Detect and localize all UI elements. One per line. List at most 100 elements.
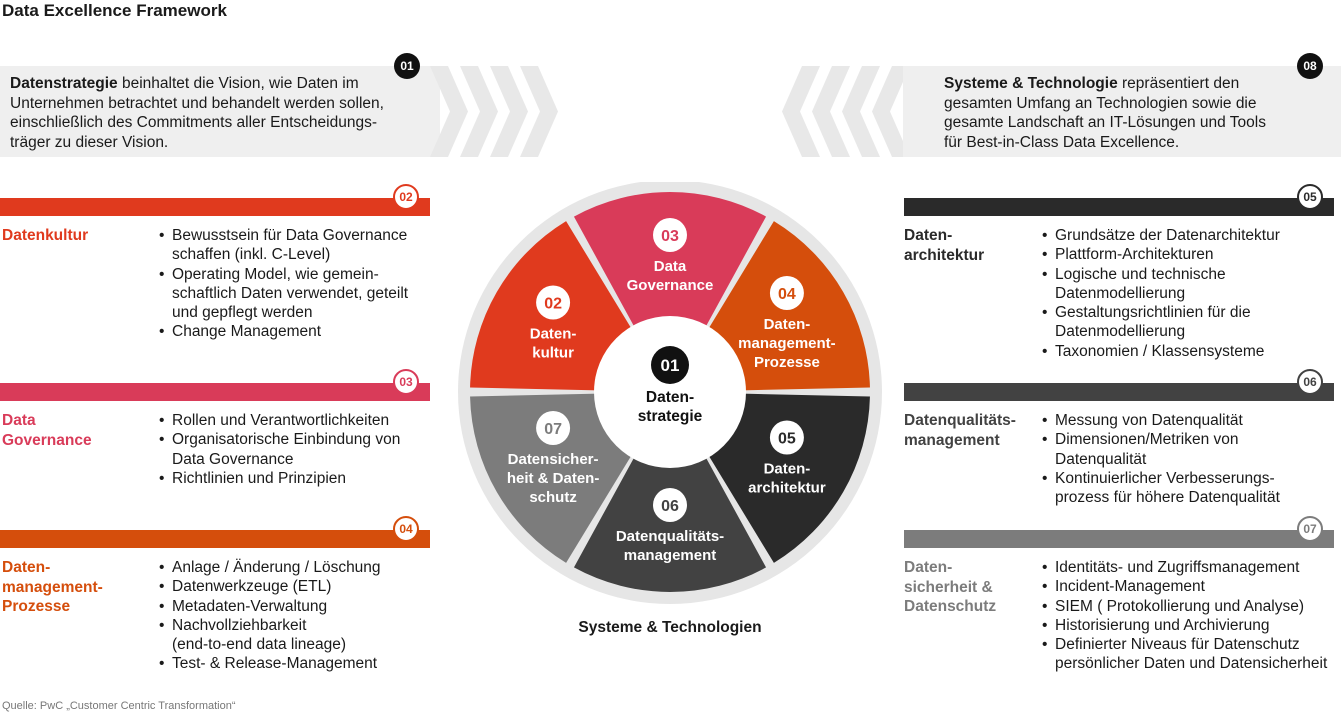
list-item: Taxonomien / Klassensysteme <box>1042 342 1337 362</box>
list-item-line: Grundsätze der Datenarchitektur <box>1055 227 1280 244</box>
list-item: Kontinuierlicher Verbesserungs-prozess f… <box>1042 469 1337 508</box>
list-item: Metadaten-Verwaltung <box>159 597 429 617</box>
wheel-segment-qualitaet <box>573 455 767 592</box>
governance-list: Rollen und Verantwortlichkeiten Organisa… <box>159 411 429 488</box>
qualitaet-bar <box>904 383 1334 401</box>
wheel-segment-label: Governance <box>627 277 714 294</box>
list-item-line: persönlicher Daten und Datensicherheit <box>1055 655 1328 673</box>
wheel-segment-governance <box>573 192 767 329</box>
list-item-line: prozess für höhere Datenqualität <box>1055 489 1280 507</box>
governance-title-line: Data <box>2 412 36 429</box>
management-title-line: Prozesse <box>2 598 71 615</box>
list-item-line: Taxonomien / Klassensysteme <box>1055 342 1265 360</box>
list-item-line: Kontinuierlicher Verbesserungs- <box>1055 469 1275 487</box>
wheel-bottom-label: Systeme & Technologien <box>578 619 762 636</box>
qualitaet-badge: 06 <box>1297 369 1323 395</box>
sicherheit-title: Daten- sicherheit & Datenschutz <box>904 558 996 617</box>
list-item-line: Rollen und Verantwortlichkeiten <box>172 412 390 429</box>
wheel-segment-num: 02 <box>544 296 562 313</box>
qualitaet-title-line: Datenqualitäts- <box>904 412 1016 429</box>
strategy-text: Datenstrategie beinhaltet die Vision, wi… <box>10 74 430 152</box>
page-title: Data Excellence Framework <box>2 1 227 20</box>
list-item-line: (end-to-end data lineage) <box>172 636 347 654</box>
list-item: Test- & Release-Management <box>159 654 429 674</box>
list-item-line: schaffen (inkl. C-Level) <box>172 246 331 264</box>
list-item-line: Nachvollziehbarkeit <box>172 616 307 634</box>
list-item: Gestaltungsrichtlinien für dieDatenmodel… <box>1042 303 1337 342</box>
list-item-line: Logische und technische <box>1055 265 1226 283</box>
datenkultur-bar <box>0 198 430 216</box>
list-item-line: Change Management <box>172 323 322 341</box>
list-item: Incident-Management <box>1042 577 1339 597</box>
source-note: Quelle: PwC „Customer Centric Transforma… <box>2 700 236 712</box>
list-item-line: Metadaten-Verwaltung <box>172 597 328 615</box>
wheel-segment-label: architektur <box>748 480 826 497</box>
wheel-segment-label: Daten- <box>530 326 577 343</box>
sicherheit-list: Identitäts- und Zugriffsmanagement Incid… <box>1042 558 1339 674</box>
list-item-line: Historisierung und Archivierung <box>1055 616 1270 634</box>
list-item-line: Datenwerkzeuge (ETL) <box>172 578 332 596</box>
strategy-text-line: beinhaltet die Vision, wie Daten im <box>117 75 359 92</box>
management-bar <box>0 530 430 548</box>
strategy-panel <box>0 66 440 157</box>
framework-wheel: 03DataGovernance04Daten-management-Proze… <box>458 182 882 604</box>
list-item: Identitäts- und Zugriffsmanagement <box>1042 558 1339 578</box>
list-item-line: Test- & Release-Management <box>172 655 378 673</box>
datenkultur-badge: 02 <box>393 184 419 210</box>
datenkultur-title-line: Datenkultur <box>2 227 89 244</box>
wheel-segment-label: kultur <box>532 345 574 362</box>
strategy-badge: 01 <box>394 53 420 79</box>
systems-text-bold: Systeme & Technologie <box>944 75 1118 92</box>
wheel-segment-label: Prozesse <box>754 354 820 371</box>
list-item-line: Dimensionen/Metriken von <box>1055 431 1239 449</box>
wheel-segment-num: 05 <box>778 431 796 448</box>
wheel-segment-num: 03 <box>661 228 679 245</box>
management-title: Daten- management- Prozesse <box>2 558 103 617</box>
qualitaet-title: Datenqualitäts- management <box>904 411 1016 450</box>
wheel-segment-label: heit & Daten- <box>507 470 600 487</box>
wheel-segment-num: 04 <box>778 286 796 303</box>
architektur-badge: 05 <box>1297 184 1323 210</box>
systems-text-line: für Best-in-Class Data Excellence. <box>944 133 1180 151</box>
list-item-line: Organisatorische Einbindung von <box>172 431 401 449</box>
wheel-segment-label: management <box>624 547 717 564</box>
list-item-line: Gestaltungsrichtlinien für die <box>1055 304 1251 322</box>
list-item: Historisierung und Archivierung <box>1042 616 1339 636</box>
wheel-segment-badge <box>769 276 804 310</box>
list-item-line: schaftlich Daten verwendet, geteilt <box>172 284 409 302</box>
sicherheit-badge: 07 <box>1297 516 1323 542</box>
sicherheit-title-line: Datenschutz <box>904 598 997 615</box>
list-item: Datenwerkzeuge (ETL) <box>159 577 429 597</box>
list-item-line: Datenmodellierung <box>1055 323 1186 341</box>
management-list: Anlage / Änderung / Löschung Datenwerkze… <box>159 558 429 674</box>
wheel-center: 01 Daten- strategie <box>638 346 703 425</box>
wheel-center-num: 01 <box>661 356 680 375</box>
wheel-segment-badge <box>653 218 687 252</box>
list-item-line: Operating Model, wie gemein- <box>172 265 379 283</box>
architektur-list: Grundsätze der Datenarchitektur Plattfor… <box>1042 226 1337 361</box>
systems-text-line: gesamten Umfang an Technologien sowie di… <box>944 94 1257 112</box>
wheel-center-line: Daten- <box>646 389 694 406</box>
list-item: Plattform-Architekturen <box>1042 245 1337 265</box>
wheel-segment-num: 06 <box>661 498 679 515</box>
wheel-segment-badge <box>769 420 804 455</box>
list-item: Bewusstsein für Data Governanceschaffen … <box>159 226 429 265</box>
systems-text-line: repräsentiert den <box>1117 75 1240 92</box>
wheel-center-line: strategie <box>638 408 703 425</box>
list-item: Anlage / Änderung / Löschung <box>159 558 429 578</box>
architektur-title-line: Daten- <box>904 227 953 244</box>
architektur-title-line: architektur <box>904 246 985 264</box>
systems-badge: 08 <box>1297 53 1323 79</box>
wheel-segment-label: Datenqualitäts- <box>616 528 724 545</box>
list-item-line: Datenqualität <box>1055 450 1147 468</box>
wheel-segment-sicherheit <box>470 393 633 563</box>
wheel-segment-label: schutz <box>529 489 577 506</box>
wheel-segment-badge <box>536 285 571 320</box>
sicherheit-bar <box>904 530 1334 548</box>
list-item-line: Definierter Niveaus für Datenschutz <box>1055 636 1300 654</box>
list-item: Richtlinien und Prinzipien <box>159 469 429 489</box>
list-item-line: und gepflegt werden <box>172 304 313 322</box>
list-item-line: Anlage / Änderung / Löschung <box>172 559 381 576</box>
